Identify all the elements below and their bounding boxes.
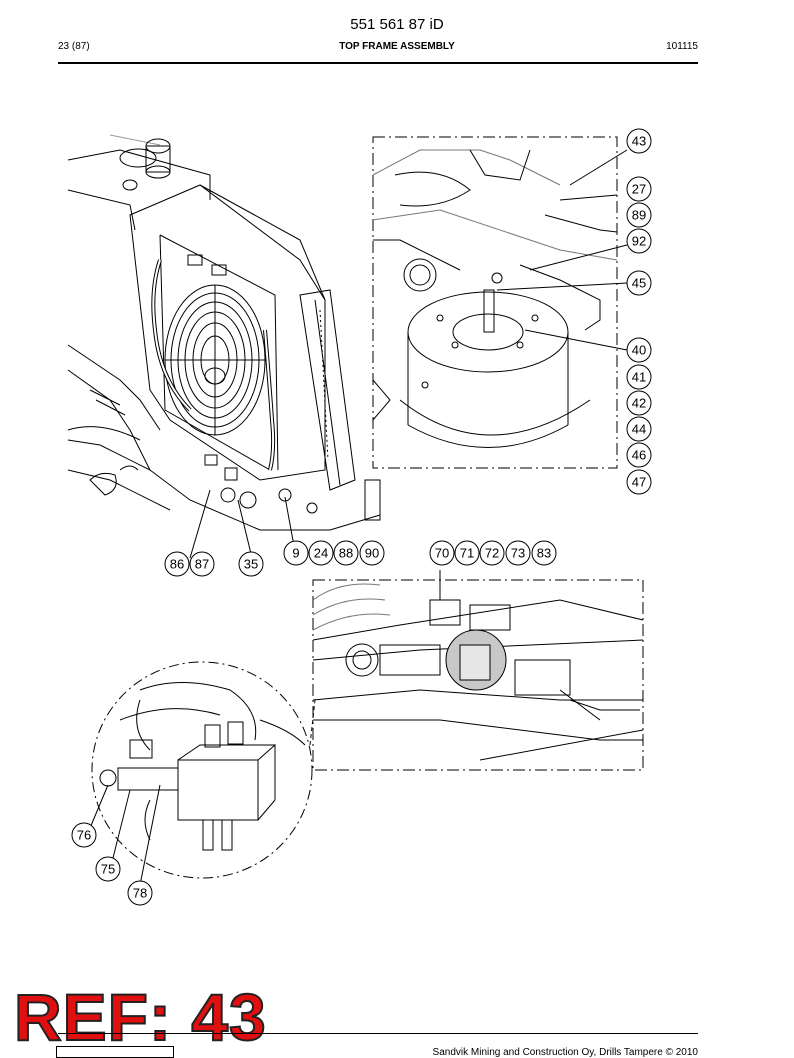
footer-divider — [58, 1033, 698, 1034]
svg-text:70: 70 — [435, 546, 449, 561]
svg-text:41: 41 — [632, 370, 646, 385]
callout-89: 89 — [626, 202, 652, 228]
svg-text:46: 46 — [632, 448, 646, 463]
svg-text:89: 89 — [632, 208, 646, 223]
callout-47: 47 — [626, 469, 652, 495]
svg-text:27: 27 — [632, 182, 646, 197]
callout-72: 72 — [479, 540, 505, 566]
callout-92: 92 — [626, 228, 652, 254]
callout-9: 9 — [283, 540, 309, 566]
document-number: 551 561 87 iD — [350, 16, 444, 33]
zoom-detail — [89, 661, 316, 886]
bearing-detail — [372, 136, 628, 469]
svg-text:86: 86 — [170, 557, 184, 572]
svg-text:83: 83 — [537, 546, 551, 561]
page-title: TOP FRAME ASSEMBLY — [339, 41, 455, 52]
callout-76: 76 — [71, 822, 97, 848]
callout-44: 44 — [626, 416, 652, 442]
svg-text:40: 40 — [632, 343, 646, 358]
svg-text:9: 9 — [292, 546, 299, 561]
callout-27: 27 — [626, 176, 652, 202]
document-code: 101115 — [666, 41, 698, 52]
svg-text:71: 71 — [460, 546, 474, 561]
company-logo — [56, 1046, 174, 1058]
header-divider — [58, 62, 698, 64]
callout-70: 70 — [429, 540, 455, 566]
svg-text:75: 75 — [101, 862, 115, 877]
svg-text:76: 76 — [77, 828, 91, 843]
callout-40: 40 — [626, 337, 652, 363]
callout-42: 42 — [626, 390, 652, 416]
svg-text:47: 47 — [632, 475, 646, 490]
callout-73: 73 — [505, 540, 531, 566]
valve-assembly — [312, 570, 644, 771]
callout-71: 71 — [454, 540, 480, 566]
callout-balloons: 43 27 89 92 45 40 41 42 44 46 47 86 87 3… — [71, 128, 652, 906]
svg-text:92: 92 — [632, 234, 646, 249]
svg-text:73: 73 — [511, 546, 525, 561]
callout-43: 43 — [626, 128, 652, 154]
callout-78: 78 — [127, 880, 153, 906]
callout-24: 24 — [308, 540, 334, 566]
callout-90: 90 — [359, 540, 385, 566]
svg-text:72: 72 — [485, 546, 499, 561]
callout-86: 86 — [164, 551, 190, 577]
svg-text:42: 42 — [632, 396, 646, 411]
callout-45: 45 — [626, 270, 652, 296]
svg-text:35: 35 — [244, 557, 258, 572]
page-number: 23 (87) — [58, 41, 90, 52]
svg-text:87: 87 — [195, 557, 209, 572]
reference-stamp: REF: 43 — [13, 980, 267, 1054]
callout-75: 75 — [95, 856, 121, 882]
callout-83: 83 — [531, 540, 557, 566]
svg-text:44: 44 — [632, 422, 646, 437]
callout-46: 46 — [626, 442, 652, 468]
callout-35: 35 — [238, 551, 264, 577]
svg-text:78: 78 — [133, 886, 147, 901]
svg-text:90: 90 — [365, 546, 379, 561]
radiator-drawing — [67, 134, 381, 559]
svg-text:88: 88 — [339, 546, 353, 561]
svg-text:43: 43 — [632, 134, 646, 149]
callout-88: 88 — [333, 540, 359, 566]
callout-87: 87 — [189, 551, 215, 577]
svg-text:24: 24 — [314, 546, 328, 561]
callout-41: 41 — [626, 364, 652, 390]
svg-text:45: 45 — [632, 276, 646, 291]
